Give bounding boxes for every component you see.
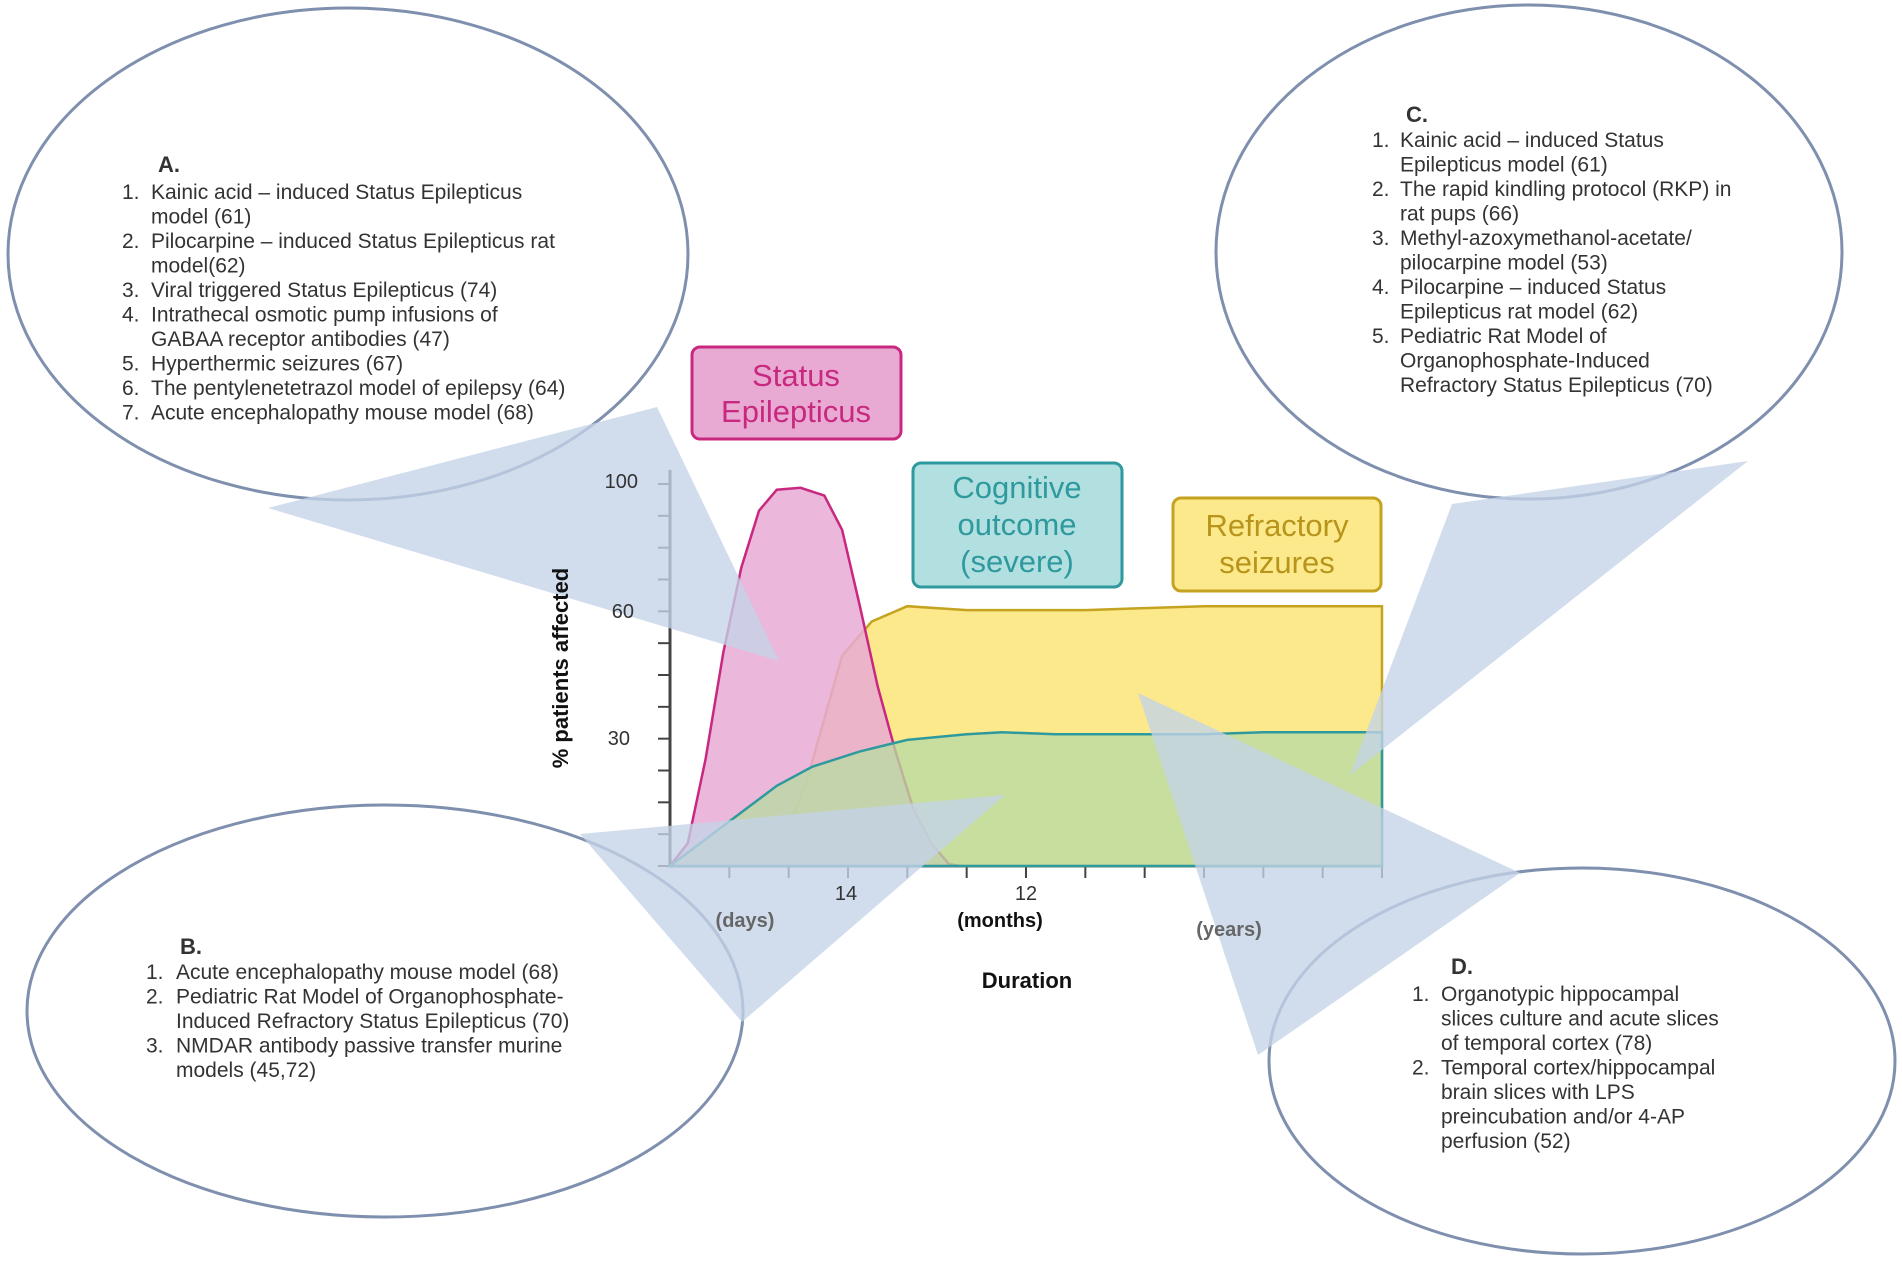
panel-a-item-text: The pentylenetetrazol model of epilepsy …	[151, 377, 565, 400]
panel-a-item-text: GABAA receptor antibodies (47)	[151, 328, 450, 351]
x-tick-label-12: 12	[1015, 883, 1037, 905]
panel-c-heading: C.	[1406, 102, 1428, 127]
x-unit-years: (years)	[1196, 919, 1262, 941]
panel-a-item-text: Viral triggered Status Epilepticus (74)	[151, 279, 497, 302]
panel-b-item-text: Acute encephalopathy mouse model (68)	[176, 961, 559, 984]
y-tick-label-60: 60	[612, 601, 634, 623]
panel-c-item-number: 2.	[1372, 178, 1390, 201]
panel-c-text: C.1.Kainic acid – induced StatusEpilepti…	[1372, 102, 1732, 397]
cognitive-outcome-label-line1: Cognitive	[952, 470, 1081, 505]
panel-c-item-number: 1.	[1372, 129, 1390, 152]
y-tick-label-30: 30	[608, 728, 630, 750]
cognitive-outcome-box	[911, 461, 1124, 589]
panel-a-item-text: Hyperthermic seizures (67)	[151, 353, 403, 376]
panel-d-item-text: perfusion (52)	[1441, 1130, 1571, 1153]
y-axis-title: % patients affected	[548, 568, 573, 769]
panel-b-heading: B.	[180, 934, 202, 959]
panel-c-item-text: pilocarpine model (53)	[1400, 252, 1608, 275]
x-axis-title: Duration	[982, 968, 1072, 993]
panel-d-item-text: brain slices with LPS	[1441, 1081, 1635, 1104]
panel-d-item-text: of temporal cortex (78)	[1441, 1032, 1652, 1055]
refractory-seizures-label-line2: seizures	[1219, 545, 1334, 580]
status-epilepticus-label-line1: Status	[752, 358, 840, 393]
refractory-seizures-box	[1171, 496, 1383, 593]
panel-b-item-number: 3.	[146, 1035, 164, 1058]
panel-a-heading: A.	[158, 152, 180, 177]
x-tick-label-14: 14	[835, 883, 857, 905]
panel-c-item-text: Kainic acid – induced Status	[1400, 129, 1664, 152]
panel-a-item-number: 2.	[122, 230, 140, 253]
panel-c-item-text: The rapid kindling protocol (RKP) in	[1400, 178, 1732, 201]
panel-c-item-text: Pediatric Rat Model of	[1400, 325, 1607, 348]
panel-c-item-text: Pilocarpine – induced Status	[1400, 276, 1666, 299]
panel-a-item-text: Intrathecal osmotic pump infusions of	[151, 304, 498, 327]
panel-b-item-number: 1.	[146, 961, 164, 984]
panel-c-item-text: Epilepticus rat model (62)	[1400, 301, 1638, 324]
status-epilepticus-label-line2: Epilepticus	[721, 394, 871, 429]
panel-a-item-number: 5.	[122, 353, 140, 376]
panel-d-heading: D.	[1451, 954, 1473, 979]
refractory-seizures-label-line1: Refractory	[1206, 508, 1349, 543]
cognitive-outcome-label-line2: outcome	[958, 507, 1077, 542]
panel-a-item-text: Kainic acid – induced Status Epilepticus	[151, 181, 522, 204]
panel-b-item-text: models (45,72)	[176, 1059, 316, 1082]
panel-c-item-text: Epilepticus model (61)	[1400, 154, 1608, 177]
panel-b-item-text: NMDAR antibody passive transfer murine	[176, 1035, 562, 1058]
panel-c-item-text: Refractory Status Epilepticus (70)	[1400, 374, 1713, 397]
panel-a-item-number: 6.	[122, 377, 140, 400]
panel-a-item-text: model(62)	[151, 255, 246, 278]
panel-a-item-text: Acute encephalopathy mouse model (68)	[151, 402, 534, 425]
panel-b-item-number: 2.	[146, 986, 164, 1009]
cognitive-outcome-label-line3: (severe)	[960, 544, 1074, 579]
panel-d-item-text: Temporal cortex/hippocampal	[1441, 1057, 1715, 1080]
panel-c-item-text: Methyl-azoxymethanol-acetate/	[1400, 227, 1692, 250]
panel-d-item-text: slices culture and acute slices	[1441, 1008, 1719, 1031]
status-epilepticus-box	[690, 345, 903, 441]
panel-d-item-number: 1.	[1412, 983, 1430, 1006]
panel-c-item-text: Organophosphate-Induced	[1400, 350, 1650, 373]
panel-c-item-number: 3.	[1372, 227, 1390, 250]
x-unit-days: (days)	[716, 910, 775, 932]
panel-a-item-number: 4.	[122, 304, 140, 327]
callout-wedge-c	[1350, 461, 1748, 775]
panel-c-item-text: rat pups (66)	[1400, 203, 1519, 226]
callout-wedge-b	[580, 795, 1005, 1022]
x-unit-months: (months)	[957, 910, 1043, 932]
panel-b-item-text: Pediatric Rat Model of Organophosphate-	[176, 986, 564, 1009]
bubble-d	[1267, 866, 1897, 1256]
panel-a-item-text: Pilocarpine – induced Status Epilepticus…	[151, 230, 555, 253]
panel-a-item-number: 1.	[122, 181, 140, 204]
panel-a-text: A. 1. Kainic acid – induced Status Epilept…	[122, 152, 565, 425]
callout-wedge-a	[268, 407, 779, 661]
y-tick-label-100: 100	[605, 471, 638, 493]
panel-b-item-text: Induced Refractory Status Epilepticus (7…	[176, 1010, 569, 1033]
panel-c-item-number: 5.	[1372, 325, 1390, 348]
panel-a-item-text: model (61)	[151, 206, 251, 229]
panel-a-item-number: 3.	[122, 279, 140, 302]
panel-d-item-text: Organotypic hippocampal	[1441, 983, 1679, 1006]
callout-wedge-d	[1138, 693, 1520, 1055]
panel-c-item-number: 4.	[1372, 276, 1390, 299]
panel-b-text: B. 1. Acute encephalopathy mouse model (68…	[146, 934, 569, 1082]
panel-d-item-text: preincubation and/or 4-AP	[1441, 1106, 1685, 1129]
panel-a-item-number: 7.	[122, 402, 140, 425]
panel-d-item-number: 2.	[1412, 1057, 1430, 1080]
